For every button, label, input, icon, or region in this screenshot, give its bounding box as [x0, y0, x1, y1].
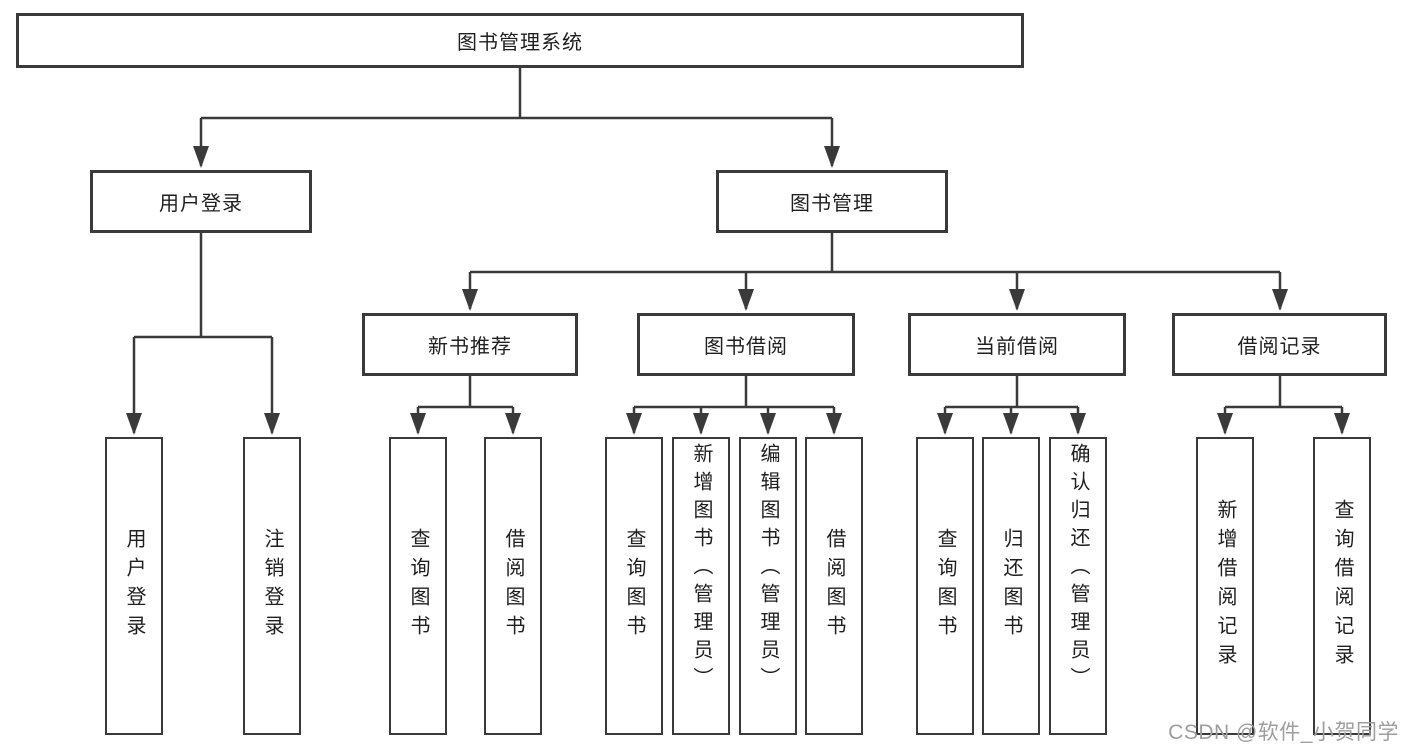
node-book-borrowing: 图书借阅 [637, 313, 855, 376]
node-label: 查询图书 [934, 528, 956, 644]
node-borrow-books-1: 借阅图书 [484, 437, 542, 735]
node-label: 用户登录 [123, 528, 145, 644]
node-book-management: 图书管理 [716, 170, 948, 233]
node-query-books-3: 查询图书 [916, 437, 974, 735]
node-edit-books-admin: 编辑图书（管理员） [739, 437, 797, 735]
node-label: 查询借阅记录 [1331, 499, 1353, 673]
node-add-books-admin: 新增图书（管理员） [672, 437, 730, 735]
node-borrowing-records: 借阅记录 [1172, 313, 1387, 376]
node-label: 新增图书（管理员） [690, 443, 712, 695]
node-user-login-leaf: 用户登录 [105, 437, 163, 735]
node-label: 注销登录 [261, 528, 283, 644]
node-return-books: 归还图书 [982, 437, 1040, 735]
node-label: 查询图书 [623, 528, 645, 644]
node-borrow-books-2: 借阅图书 [805, 437, 863, 735]
node-label: 查询图书 [407, 528, 429, 644]
node-library-management-system: 图书管理系统 [16, 13, 1024, 68]
csdn-watermark: CSDN @软件_小贺同学 [1168, 721, 1399, 744]
node-label: 归还图书 [1000, 528, 1022, 644]
node-label: 借阅图书 [823, 528, 845, 644]
node-logout: 注销登录 [243, 437, 301, 735]
node-user-login: 用户登录 [90, 170, 312, 233]
node-label: 编辑图书（管理员） [757, 443, 779, 695]
node-label: 新增借阅记录 [1214, 499, 1236, 673]
node-query-books-2: 查询图书 [605, 437, 663, 735]
node-query-borrow-record: 查询借阅记录 [1313, 437, 1371, 735]
node-current-borrowing: 当前借阅 [908, 313, 1126, 376]
node-label: 借阅图书 [502, 528, 524, 644]
node-add-borrow-record: 新增借阅记录 [1196, 437, 1254, 735]
node-confirm-return-admin: 确认归还（管理员） [1049, 437, 1107, 735]
node-new-book-recommendation: 新书推荐 [362, 313, 578, 376]
node-label: 确认归还（管理员） [1067, 443, 1089, 695]
node-query-books-1: 查询图书 [389, 437, 447, 735]
